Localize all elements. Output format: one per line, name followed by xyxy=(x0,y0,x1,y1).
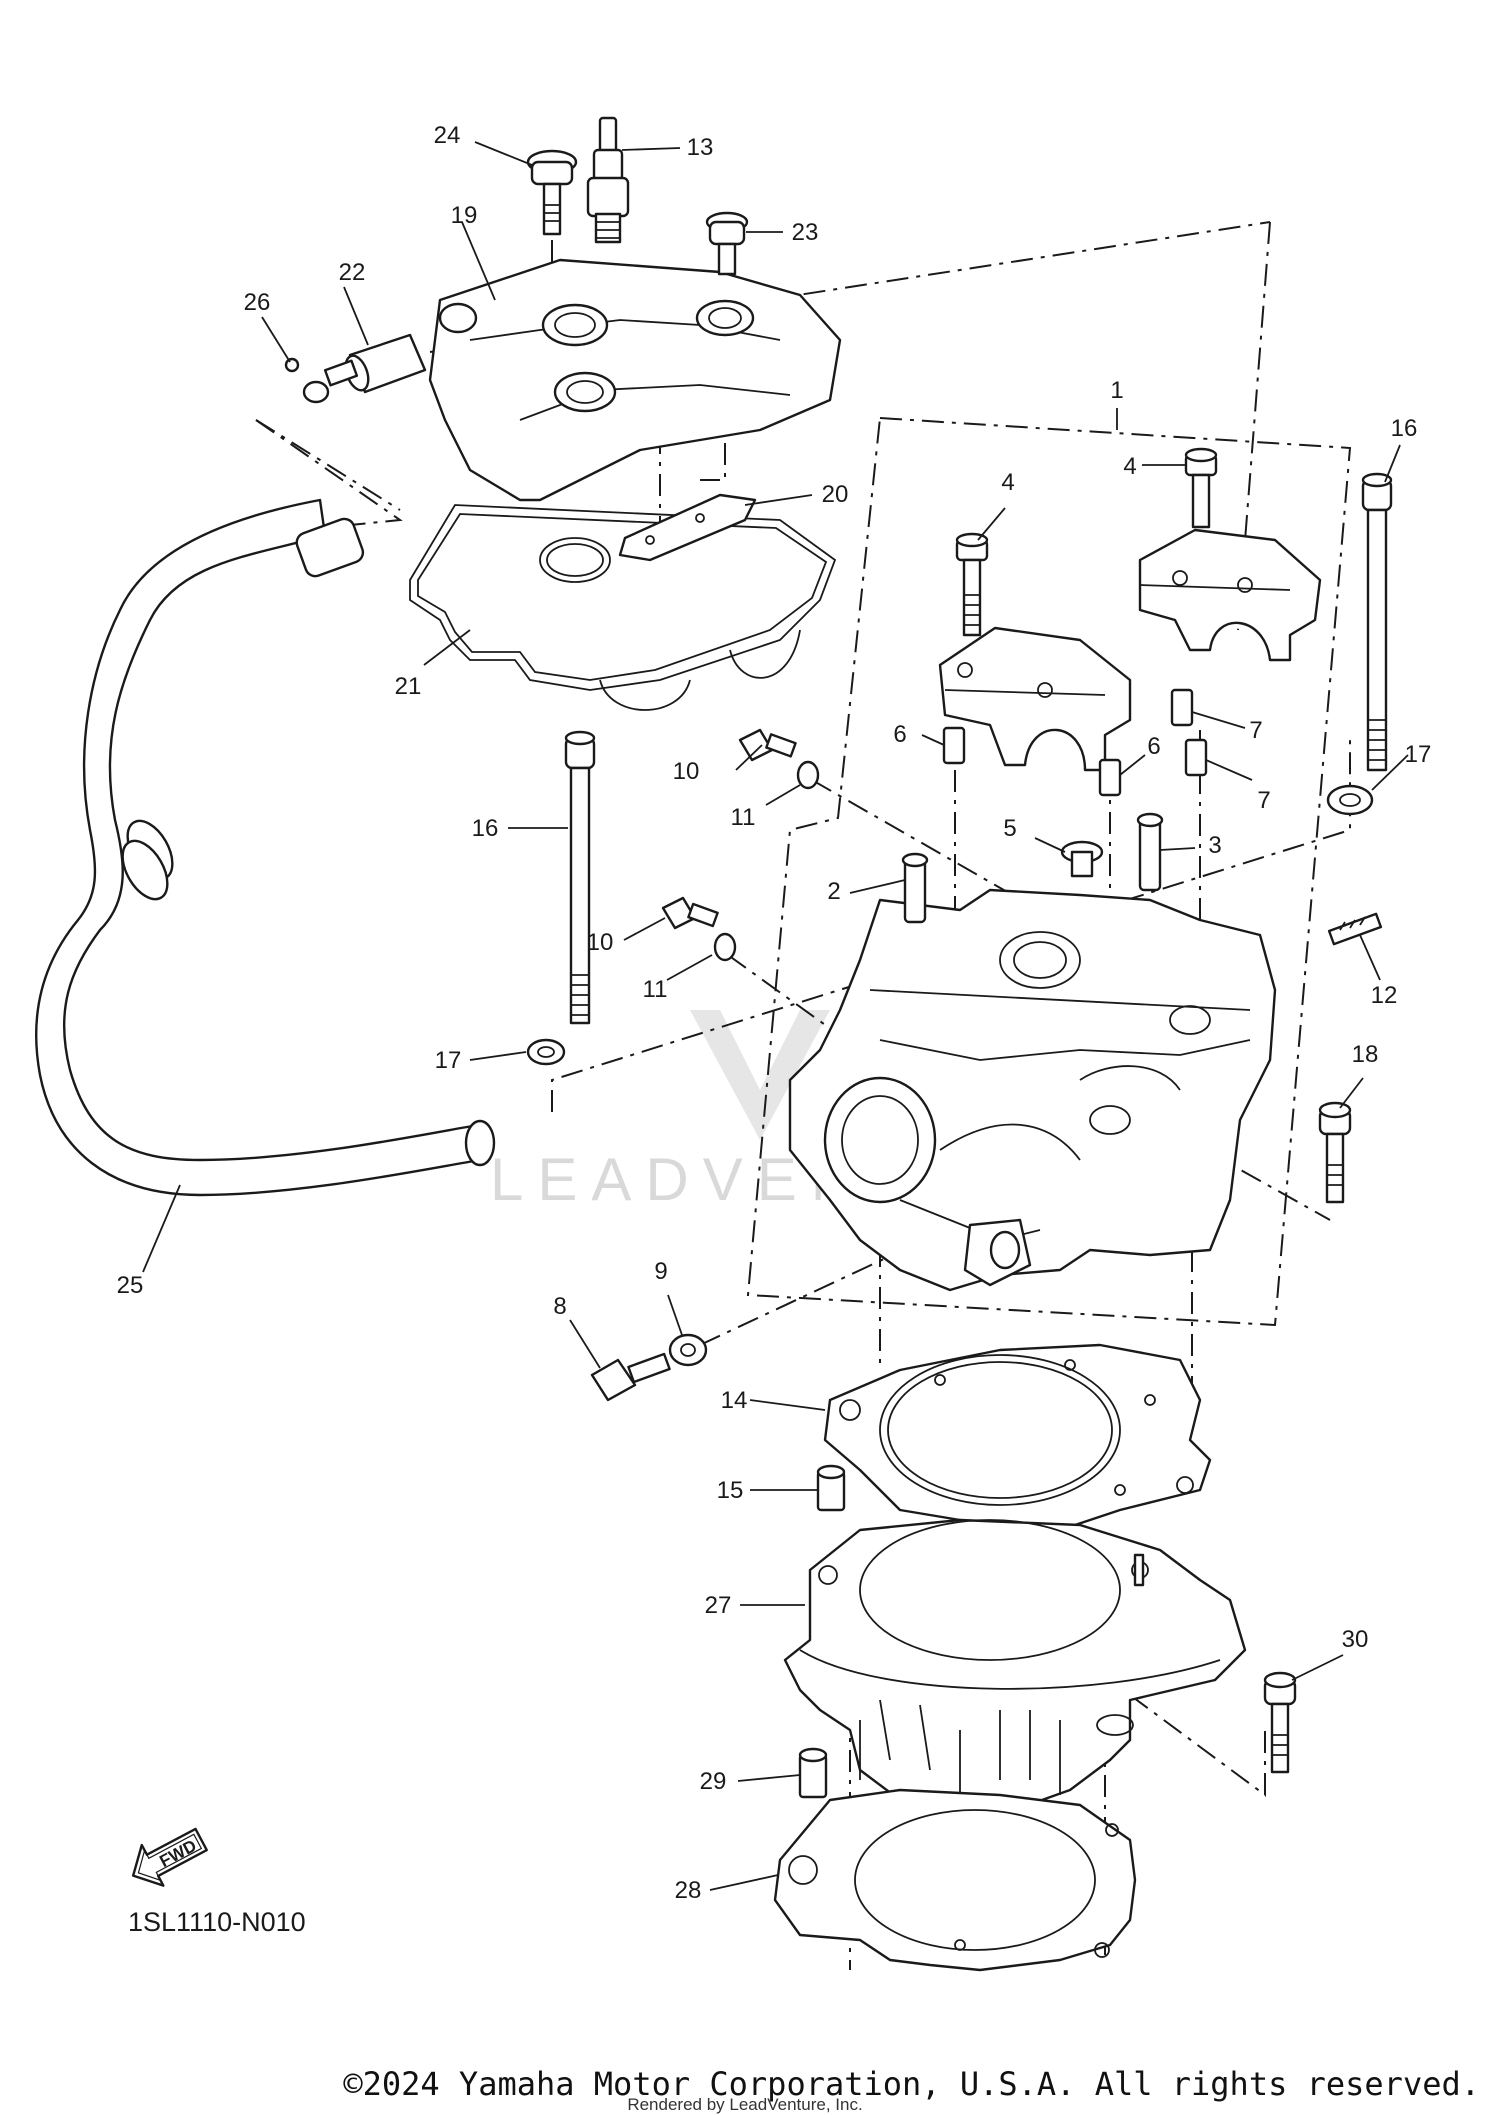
bolt-4-right xyxy=(1184,447,1218,529)
washers-11 xyxy=(713,760,820,962)
callout-14: 14 xyxy=(721,1387,748,1414)
washer-9 xyxy=(668,1333,708,1367)
rendered-by-notice: Rendered by LeadVenture, Inc. xyxy=(627,2095,862,2114)
dowel-15 xyxy=(816,1464,846,1512)
breather-fitting xyxy=(323,333,427,394)
callout-15: 15 xyxy=(717,1477,744,1504)
callout-30: 30 xyxy=(1342,1626,1369,1653)
callout-27: 27 xyxy=(705,1592,732,1619)
bolts-10 xyxy=(661,728,797,930)
callout-11-lower: 11 xyxy=(643,976,668,1003)
camshaft-cap-lower xyxy=(938,626,1132,772)
callout-11-upper: 11 xyxy=(731,804,756,831)
callout-5: 5 xyxy=(1003,815,1016,842)
callout-25: 23 xyxy=(792,219,819,246)
bolt-26 xyxy=(526,149,578,236)
plate xyxy=(618,493,757,562)
clip xyxy=(284,357,330,404)
callout-10-upper: 10 xyxy=(673,758,700,785)
callout-7-lower: 7 xyxy=(1257,787,1270,814)
plug-5 xyxy=(1060,840,1104,878)
callout-labels: 24 13 19 23 22 26 1 16 4 4 20 21 6 6 7 7… xyxy=(117,122,1432,1904)
valve-guide-2 xyxy=(901,852,929,924)
washers-17 xyxy=(526,784,1374,1066)
bolt-18 xyxy=(1318,1101,1352,1204)
dowel-pins xyxy=(942,688,1208,797)
valve-guide-3 xyxy=(1136,812,1164,892)
callout-16-left: 16 xyxy=(472,815,499,842)
callout-9: 9 xyxy=(654,1258,667,1285)
bolt-30 xyxy=(1263,1671,1297,1774)
dowel-29 xyxy=(798,1747,828,1799)
fwd-arrow-icon: FWD xyxy=(131,1827,208,1887)
bolt-8 xyxy=(590,1352,671,1402)
callout-2: 2 xyxy=(827,878,840,905)
bolt-4-left xyxy=(955,532,989,637)
callout-19: 19 xyxy=(451,202,478,229)
callout-24: 26 xyxy=(244,289,271,316)
camshaft-cap-upper xyxy=(1138,528,1322,662)
callout-28: 28 xyxy=(675,1877,702,1904)
cylinder-base-gasket xyxy=(773,1788,1137,1972)
cylinder xyxy=(783,1518,1247,1817)
stud-bolt-16-left xyxy=(564,730,596,1025)
callout-6-left: 6 xyxy=(893,721,906,748)
callout-3: 3 xyxy=(1208,832,1221,859)
callout-13: 13 xyxy=(687,134,714,161)
bolt-25 xyxy=(705,211,749,276)
cylinder-head-cover xyxy=(428,258,842,502)
callout-1: 1 xyxy=(1110,377,1123,404)
callout-6-right: 6 xyxy=(1147,733,1160,760)
diagram-reference-code: 1SL1110-N010 xyxy=(128,1907,306,1937)
callout-21: 21 xyxy=(395,673,422,700)
callout-4-left: 4 xyxy=(1001,469,1014,496)
callout-8: 8 xyxy=(553,1293,566,1320)
callout-26: 24 xyxy=(434,122,461,149)
callout-10-lower: 10 xyxy=(587,929,614,956)
callout-12: 12 xyxy=(1371,982,1398,1009)
callout-29: 29 xyxy=(700,1768,727,1795)
cylinder-head-gasket xyxy=(823,1343,1212,1542)
head-cover-gasket xyxy=(409,504,837,711)
callout-16-right: 16 xyxy=(1391,415,1418,442)
cylinder-head xyxy=(788,888,1277,1292)
callout-17-right: 17 xyxy=(1405,741,1432,768)
callout-23: 25 xyxy=(117,1272,144,1299)
stud-bolt-12 xyxy=(1327,912,1383,946)
breather-hose xyxy=(34,498,496,1197)
callout-18: 18 xyxy=(1352,1041,1379,1068)
copyright-notice: ©2024 Yamaha Motor Corporation, U.S.A. A… xyxy=(343,2065,1480,2103)
callout-22: 22 xyxy=(339,259,366,286)
stud-bolt-16-right xyxy=(1361,472,1393,772)
callout-17-left: 17 xyxy=(435,1047,462,1074)
callout-4-right: 4 xyxy=(1123,453,1136,480)
leader-lines xyxy=(142,141,1409,1891)
spark-plug xyxy=(586,116,630,244)
callout-20: 20 xyxy=(822,481,849,508)
callout-7-upper: 7 xyxy=(1249,717,1262,744)
